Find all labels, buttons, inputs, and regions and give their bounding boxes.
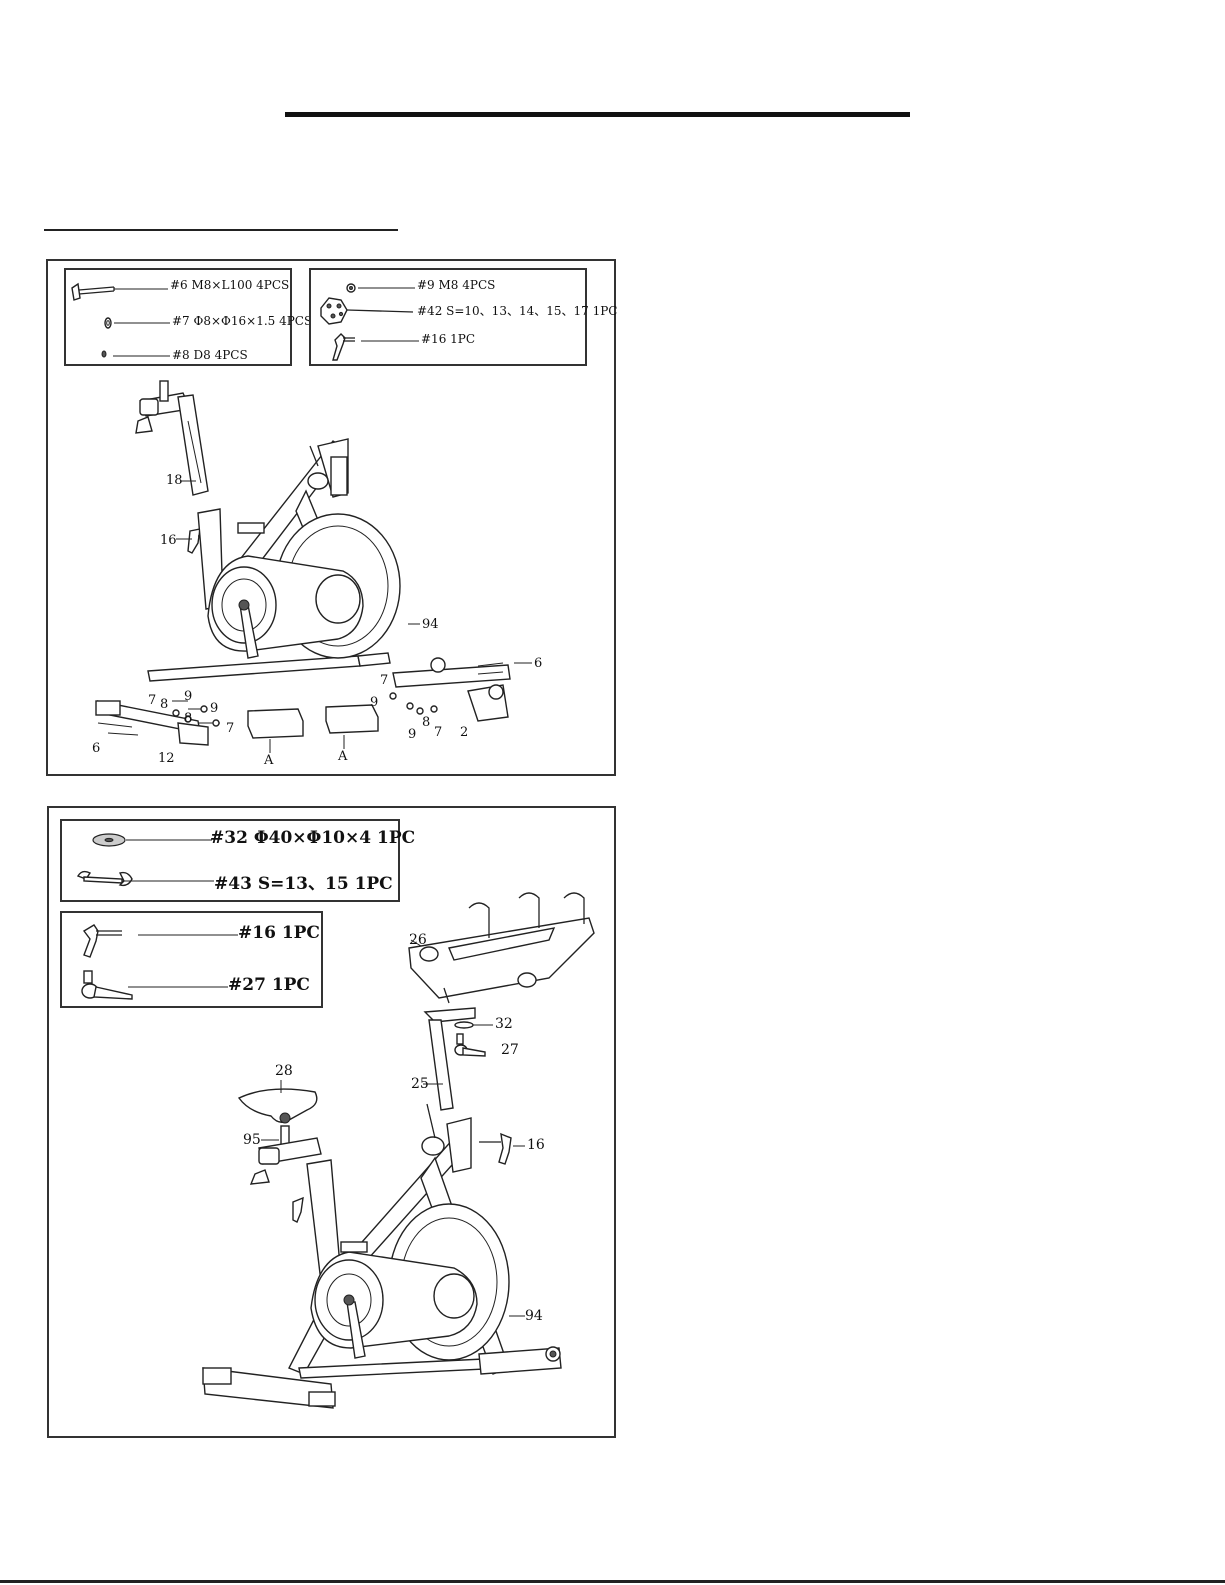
callout-7-right: 7 (380, 673, 388, 688)
foam-block-a-left (248, 709, 303, 738)
callout-6-left: 6 (92, 741, 100, 756)
callout-a-left: A (264, 753, 273, 768)
step1-exploded-drawing (48, 261, 618, 778)
callout-8-left: 8 (160, 697, 168, 712)
callout-27: 27 (501, 1042, 519, 1058)
step2-assembly-drawing (49, 808, 618, 1440)
title-rule (285, 112, 910, 117)
callout-a-right: A (338, 749, 347, 764)
callout-6-right: 6 (534, 656, 542, 671)
callout-7-right-b: 7 (434, 725, 442, 740)
step2-panel: #32 Φ40×Φ10×4 1PC #43 S=13、15 1PC #16 1P… (47, 806, 616, 1438)
callout-16: 16 (160, 533, 177, 548)
saddle-28 (239, 1089, 317, 1123)
callout-26: 26 (409, 932, 427, 948)
callout-94: 94 (422, 617, 439, 632)
knob-16-step2 (479, 1134, 511, 1164)
callout-2: 2 (460, 725, 468, 740)
callout-25: 25 (411, 1076, 429, 1092)
footer-rule (0, 1580, 1225, 1583)
callout-18: 18 (166, 473, 183, 488)
callout-12: 12 (158, 751, 175, 766)
callout-32: 32 (495, 1016, 513, 1032)
handlebar-26 (409, 893, 594, 1003)
callout-95: 95 (243, 1132, 261, 1148)
callout-9-left-b: 9 (210, 701, 218, 716)
callout-9-right-b: 9 (408, 727, 416, 742)
lever-knob-27 (455, 1034, 485, 1056)
callout-7-left-b: 7 (226, 721, 234, 736)
front-stabilizer-2 (393, 658, 510, 721)
callout-8-left-b: 8 (184, 711, 192, 726)
callout-94-step2: 94 (525, 1308, 543, 1324)
callout-8-right-b: 8 (422, 715, 430, 730)
hardware-right (390, 693, 437, 714)
section-rule (44, 229, 398, 231)
callout-9-right: 9 (370, 695, 378, 710)
step1-panel: #6 M8×L100 4PCS #7 Φ8×Φ16×1.5 4PCS #8 D8… (46, 259, 616, 776)
callout-16-step2: 16 (527, 1137, 545, 1153)
callout-7-left: 7 (148, 693, 156, 708)
callout-28: 28 (275, 1063, 293, 1079)
callout-9-left-a: 9 (184, 689, 192, 704)
